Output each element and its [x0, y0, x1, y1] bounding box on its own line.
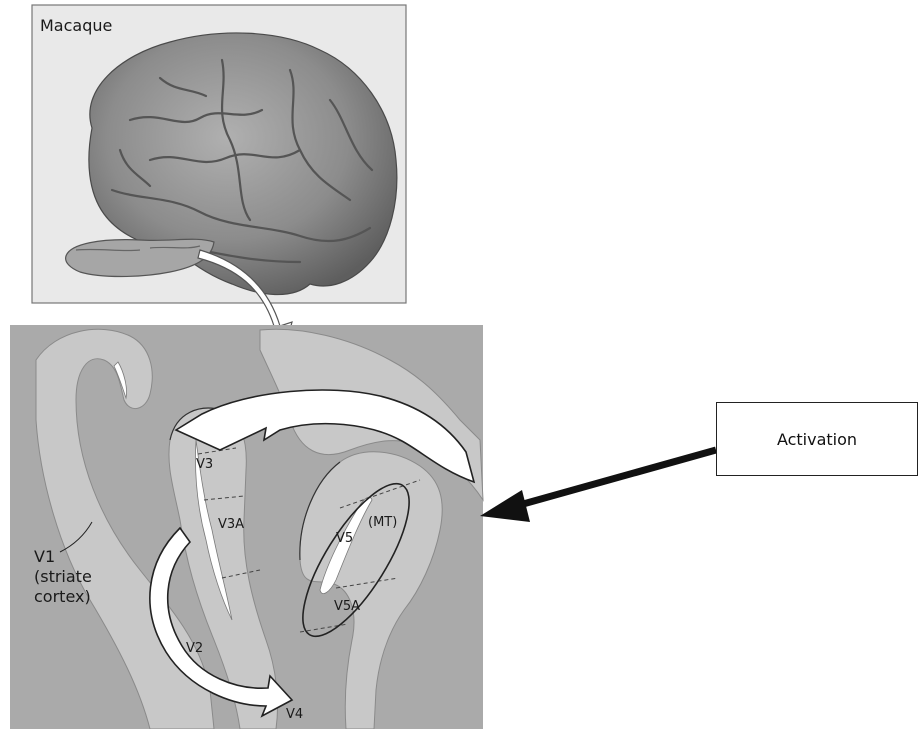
label-v1-sub-1: (striate: [34, 567, 92, 586]
label-v3: V3: [196, 457, 213, 472]
label-v1: V1: [34, 547, 55, 566]
macaque-label: Macaque: [40, 16, 112, 35]
label-v4: V4: [286, 707, 303, 722]
label-v3a: V3A: [218, 517, 244, 532]
activation-callout: Activation: [716, 402, 918, 476]
activation-arrow: [480, 450, 716, 522]
activation-label: Activation: [777, 430, 857, 449]
label-v5a: V5A: [334, 599, 360, 614]
cortex-section-panel: V1 (striate cortex) V2 V3 V3A V4 V5 (MT)…: [10, 325, 483, 729]
label-v2: V2: [186, 641, 203, 656]
label-v5: V5: [336, 531, 353, 546]
label-v1-sub-2: cortex): [34, 587, 91, 606]
label-mt: (MT): [368, 515, 397, 530]
